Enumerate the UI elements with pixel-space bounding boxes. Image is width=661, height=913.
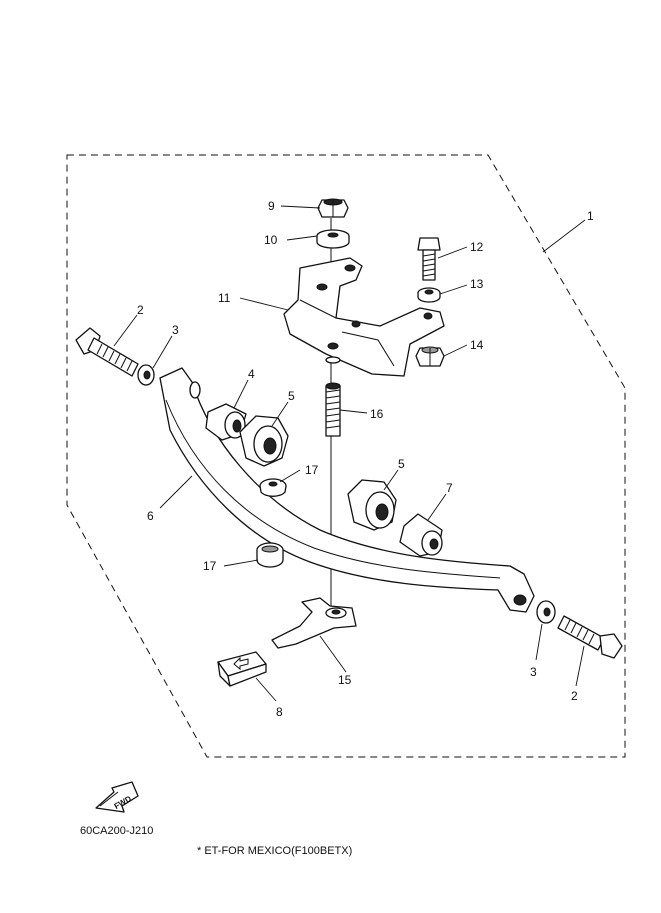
diagram-code: 60CA200-J210 bbox=[80, 825, 154, 837]
callout-numbers: 1 2 3 4 5 6 5 7 8 9 10 11 12 13 14 15 16… bbox=[137, 199, 594, 719]
part-5-bushing-upper[interactable] bbox=[239, 415, 289, 467]
callout-17-upper: 17 bbox=[305, 463, 319, 477]
part-12-bolt[interactable] bbox=[417, 237, 441, 281]
callout-1: 1 bbox=[587, 209, 594, 223]
part-5-bushing-lower[interactable] bbox=[347, 479, 397, 531]
part-13-washer[interactable] bbox=[417, 287, 441, 303]
callout-6: 6 bbox=[147, 509, 154, 523]
part-11-bracket[interactable] bbox=[283, 257, 445, 377]
callout-2-right: 2 bbox=[571, 689, 578, 703]
callout-3-left: 3 bbox=[172, 323, 179, 337]
part-9-nut[interactable] bbox=[317, 198, 349, 218]
part-7-collar[interactable] bbox=[399, 513, 443, 557]
part-14-nut[interactable] bbox=[415, 346, 445, 367]
callout-12: 12 bbox=[470, 240, 484, 254]
part-10-washer[interactable] bbox=[316, 229, 350, 249]
callout-5-lower: 5 bbox=[398, 457, 405, 471]
assembly-boundary bbox=[66, 154, 626, 758]
callout-5-upper: 5 bbox=[288, 389, 295, 403]
part-2-bolt-right[interactable] bbox=[557, 615, 623, 659]
part-4-collar[interactable] bbox=[205, 403, 247, 441]
part-3-washer-right[interactable] bbox=[536, 600, 556, 624]
part-16-stud[interactable] bbox=[325, 356, 341, 437]
callout-8: 8 bbox=[276, 705, 283, 719]
callout-14: 14 bbox=[470, 338, 484, 352]
part-6-arm[interactable] bbox=[159, 367, 535, 613]
part-2-bolt-left[interactable] bbox=[75, 327, 139, 377]
regional-note: * ET-FOR MEXICO(F100BETX) bbox=[197, 845, 353, 857]
part-17-cap-lower[interactable] bbox=[256, 542, 284, 568]
callout-7: 7 bbox=[446, 481, 453, 495]
callout-17-lower: 17 bbox=[203, 559, 217, 573]
callout-3-right: 3 bbox=[530, 665, 537, 679]
callout-9: 9 bbox=[268, 199, 275, 213]
leader-lines bbox=[113, 205, 586, 702]
callout-2-left: 2 bbox=[137, 303, 144, 317]
part-17-cap-upper[interactable] bbox=[259, 478, 287, 497]
callout-4: 4 bbox=[248, 367, 255, 381]
callout-16: 16 bbox=[370, 407, 384, 421]
fwd-arrow-icon: FWD bbox=[95, 781, 139, 813]
part-15-plate[interactable] bbox=[271, 597, 357, 649]
part-3-washer-left[interactable] bbox=[137, 364, 155, 386]
callout-13: 13 bbox=[470, 277, 484, 291]
callout-11: 11 bbox=[218, 291, 231, 305]
callout-10: 10 bbox=[264, 233, 278, 247]
part-8-tab[interactable] bbox=[217, 651, 267, 687]
callout-15: 15 bbox=[338, 673, 352, 687]
